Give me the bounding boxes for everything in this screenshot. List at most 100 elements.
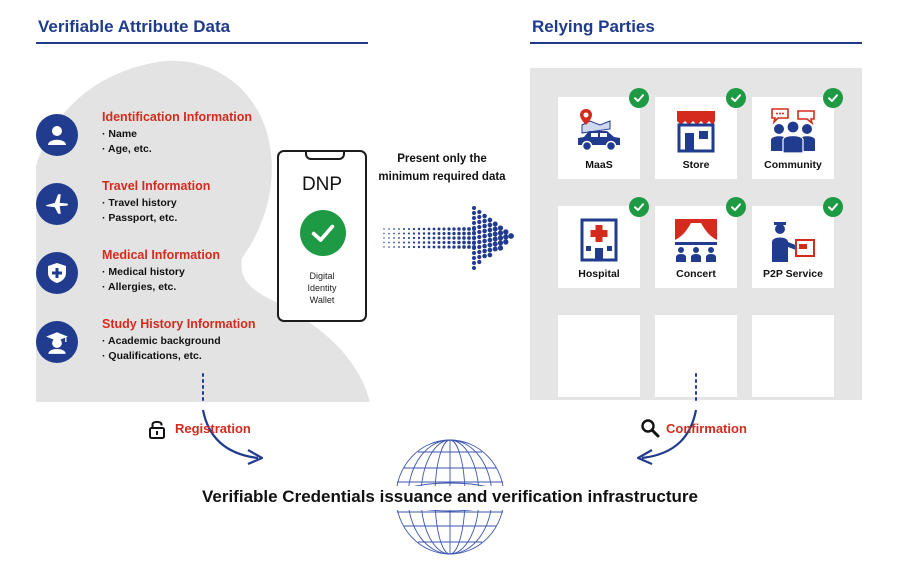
arrow-dot bbox=[407, 236, 411, 240]
wallet-check-icon bbox=[300, 210, 346, 256]
tile-empty bbox=[655, 315, 737, 397]
right-title-underline bbox=[530, 42, 862, 44]
arrow-dot bbox=[472, 206, 476, 210]
arrow-dot bbox=[472, 226, 476, 230]
arrow-dot bbox=[497, 245, 504, 251]
arrow-dot bbox=[442, 231, 446, 236]
arrow-dot bbox=[492, 226, 498, 232]
arrow-dot bbox=[427, 227, 431, 231]
arrow-dot bbox=[467, 245, 471, 249]
category-title: Travel Information bbox=[102, 179, 211, 193]
arrow-dot bbox=[432, 245, 436, 249]
arrow-dot bbox=[442, 245, 446, 249]
category-item: · Allergies, etc. bbox=[102, 281, 177, 293]
arrow-dot bbox=[447, 245, 451, 249]
check-badge-icon bbox=[629, 197, 649, 217]
tile-label: P2P Service bbox=[763, 268, 823, 280]
arrow-dot bbox=[393, 241, 395, 244]
confirmation-curve-arrow bbox=[636, 373, 698, 466]
person-icon bbox=[36, 114, 78, 156]
registration-label: Registration bbox=[175, 421, 251, 436]
medical-shield-icon bbox=[36, 252, 78, 294]
arrow-dot bbox=[393, 237, 395, 239]
arrow-dot bbox=[383, 246, 385, 248]
arrow-dot bbox=[398, 228, 400, 230]
arrow-dot bbox=[472, 211, 476, 215]
category-title: Medical Information bbox=[102, 248, 221, 262]
arrow-dot bbox=[437, 236, 441, 240]
arrow-dot bbox=[508, 233, 514, 239]
arrow-dot bbox=[482, 238, 487, 244]
p2p-icon bbox=[772, 222, 815, 262]
category-study: Study History Information · Academic bac… bbox=[36, 317, 336, 377]
arrow-dot bbox=[442, 236, 446, 240]
wallet-label-line: Identity bbox=[307, 283, 337, 293]
arrow-dot bbox=[442, 227, 446, 231]
arrow-dot bbox=[452, 231, 456, 236]
registration-curve-arrow bbox=[201, 373, 264, 466]
arrow-dot bbox=[497, 240, 504, 246]
airplane-icon bbox=[36, 183, 78, 225]
arrow-dot bbox=[412, 236, 416, 240]
arrow-dot bbox=[472, 246, 476, 250]
check-badge-icon bbox=[823, 197, 843, 217]
arrow-dot bbox=[437, 227, 441, 231]
arrow-dot bbox=[477, 244, 482, 250]
category-identification: Identification Information · Name · Age,… bbox=[36, 110, 336, 170]
arrow-dot bbox=[437, 245, 441, 249]
tile-label: MaaS bbox=[585, 159, 613, 171]
arrow-dot bbox=[503, 229, 509, 235]
arrow-dot bbox=[383, 237, 385, 239]
arrow-dot bbox=[477, 224, 482, 230]
arrow-dot bbox=[388, 246, 390, 248]
category-title: Identification Information bbox=[102, 110, 252, 124]
arrow-dot bbox=[492, 241, 498, 247]
arrow-dot bbox=[388, 237, 390, 239]
right-section-title: Relying Parties bbox=[532, 17, 655, 36]
check-badge-icon bbox=[726, 197, 746, 217]
arrow-dot bbox=[482, 228, 487, 234]
arrow-dot bbox=[487, 227, 493, 233]
arrow-dot bbox=[472, 236, 476, 240]
arrow-dot bbox=[457, 245, 461, 249]
arrow-dot bbox=[487, 237, 493, 243]
arrow-dot bbox=[427, 232, 431, 235]
category-travel: Travel Information · Travel history · Pa… bbox=[36, 179, 336, 239]
arrow-dot bbox=[477, 209, 482, 215]
hospital-icon bbox=[580, 218, 618, 262]
arrow-dot bbox=[388, 228, 390, 230]
arrow-dot bbox=[412, 227, 416, 231]
left-section-title: Verifiable Attribute Data bbox=[38, 17, 231, 36]
arrow-dot bbox=[467, 231, 471, 236]
arrow-dot bbox=[432, 241, 436, 244]
arrow-dot bbox=[503, 239, 509, 245]
tile-p2p-service: P2P Service bbox=[752, 206, 834, 288]
arrow-dot bbox=[407, 245, 411, 249]
arrow-dot bbox=[467, 236, 471, 240]
arrow-dot bbox=[403, 246, 405, 248]
arrow-dot bbox=[388, 232, 390, 235]
arrow-dot bbox=[482, 233, 487, 239]
arrow-dot bbox=[447, 227, 451, 231]
arrow-dot bbox=[492, 236, 498, 242]
category-title: Study History Information bbox=[102, 317, 256, 331]
category-medical: Medical Information · Medical history · … bbox=[36, 248, 336, 308]
padlock-icon bbox=[148, 419, 166, 439]
arrow-dot bbox=[497, 225, 504, 231]
arrow-dot bbox=[472, 266, 476, 270]
magnifier-icon bbox=[640, 418, 660, 438]
present-caption-line: minimum required data bbox=[378, 171, 506, 183]
concert-icon bbox=[675, 219, 717, 262]
arrow-dot bbox=[417, 227, 421, 231]
tile-community: Community bbox=[752, 97, 834, 179]
graduate-icon bbox=[36, 321, 78, 363]
arrow-dot bbox=[422, 245, 426, 249]
category-item: · Passport, etc. bbox=[102, 212, 178, 224]
wallet-label-line: Digital bbox=[309, 271, 335, 281]
confirmation-label: Confirmation bbox=[666, 421, 747, 436]
arrow-dot bbox=[462, 227, 466, 231]
arrow-dot bbox=[462, 240, 466, 245]
tile-hospital: Hospital bbox=[558, 206, 640, 288]
arrow-dot bbox=[407, 227, 411, 231]
arrow-dot bbox=[487, 217, 493, 223]
